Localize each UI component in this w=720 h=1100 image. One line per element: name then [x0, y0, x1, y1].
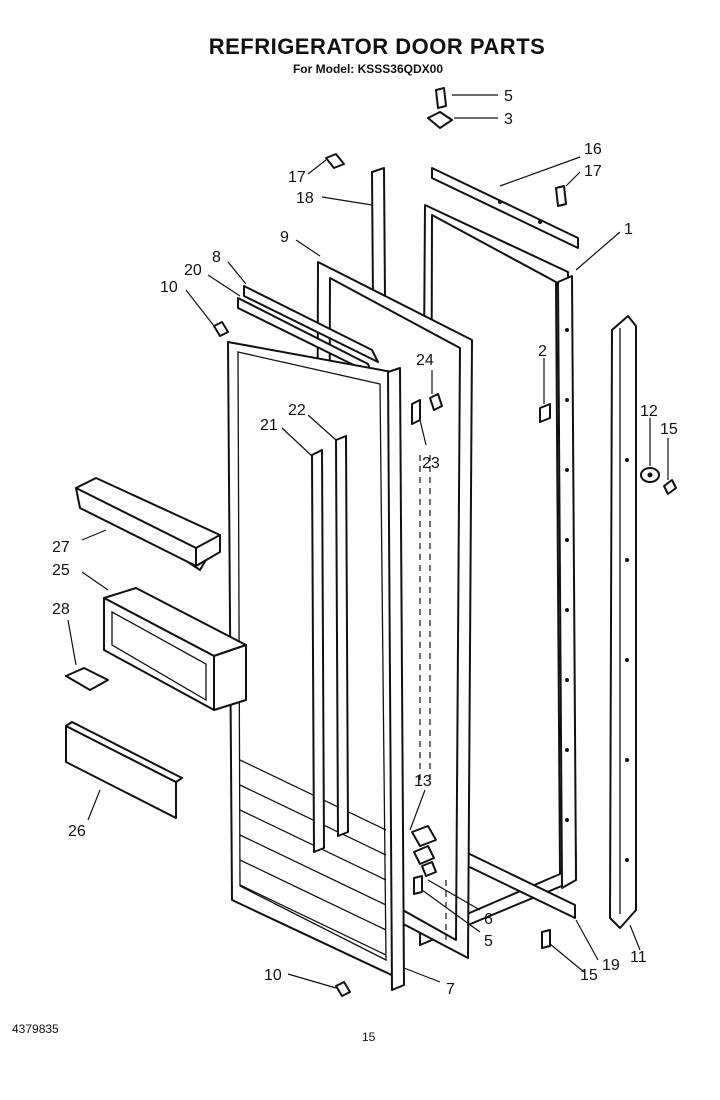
- callout-6: 6: [484, 911, 493, 928]
- part-24-screw: [429, 393, 443, 411]
- part-12-washer: [640, 467, 660, 483]
- callout-labels: 5 3 16 17 17 18 1 9 8 20 10 2 24 23 12 1…: [52, 88, 678, 998]
- callout-15: 15: [660, 421, 678, 438]
- part-23-clip: [411, 399, 421, 425]
- callout-23: 23: [422, 455, 440, 472]
- callout-16: 16: [584, 141, 602, 158]
- part-27-door-bin: [75, 477, 221, 571]
- callout-8: 8: [212, 249, 221, 266]
- part-5-screw-top: [435, 87, 447, 109]
- callout-5: 5: [484, 933, 493, 950]
- callout-9: 9: [280, 229, 289, 246]
- part-13-hinge-bottom: [411, 825, 437, 865]
- callout-21: 21: [260, 417, 278, 434]
- callout-12: 12: [640, 403, 658, 420]
- callout-18: 18: [296, 190, 314, 207]
- part-25-dispenser-housing: [103, 587, 247, 711]
- callout-26: 26: [68, 823, 86, 840]
- part-21-rail: [311, 449, 325, 853]
- callout-15: 15: [580, 967, 598, 984]
- callout-3: 3: [504, 111, 513, 128]
- leader-lines: [67, 94, 669, 989]
- callout-2: 2: [538, 343, 547, 360]
- page-number: 15: [362, 1030, 376, 1044]
- part-10-screw-bottom: [335, 981, 351, 997]
- part-8-top-trim: [243, 285, 379, 363]
- callout-7: 7: [446, 981, 455, 998]
- part-3-hinge: [427, 111, 453, 129]
- part-16-top-bracket: [431, 167, 579, 249]
- part-11-trim-strip: [609, 315, 637, 929]
- callout-10: 10: [160, 279, 178, 296]
- callout-11: 11: [630, 949, 647, 966]
- document-number: 4379835: [12, 1022, 59, 1036]
- part-7-edge-strip: [387, 367, 405, 991]
- part-2-stop-clip: [539, 403, 551, 423]
- callout-25: 25: [52, 562, 70, 579]
- callout-13: 13: [414, 773, 432, 790]
- part-26-lower-trim: [65, 721, 183, 819]
- part-17-screw-left: [325, 153, 345, 169]
- callout-28: 28: [52, 601, 70, 618]
- callout-5: 5: [504, 88, 513, 105]
- part-15-screw-right: [663, 479, 677, 495]
- callout-17: 17: [288, 169, 306, 186]
- callout-20: 20: [184, 262, 202, 279]
- part-15-screw-bottom: [541, 929, 551, 949]
- part-28-pad: [65, 667, 109, 691]
- page-title: REFRIGERATOR DOOR PARTS: [208, 34, 546, 59]
- callout-27: 27: [52, 539, 70, 556]
- part-17-screw-right: [555, 185, 567, 207]
- callout-24: 24: [416, 352, 434, 369]
- callout-10: 10: [264, 967, 282, 984]
- part-5-screw-bottom: [413, 875, 423, 895]
- callout-1: 1: [624, 221, 633, 238]
- part-22-rail: [335, 435, 349, 837]
- callout-19: 19: [602, 957, 620, 974]
- part-10-screw-top: [213, 321, 229, 337]
- model-subtitle: For Model: KSSS36QDX00: [292, 62, 444, 76]
- part-6-bushing: [421, 861, 437, 877]
- callout-22: 22: [288, 402, 306, 419]
- callout-17: 17: [584, 163, 602, 180]
